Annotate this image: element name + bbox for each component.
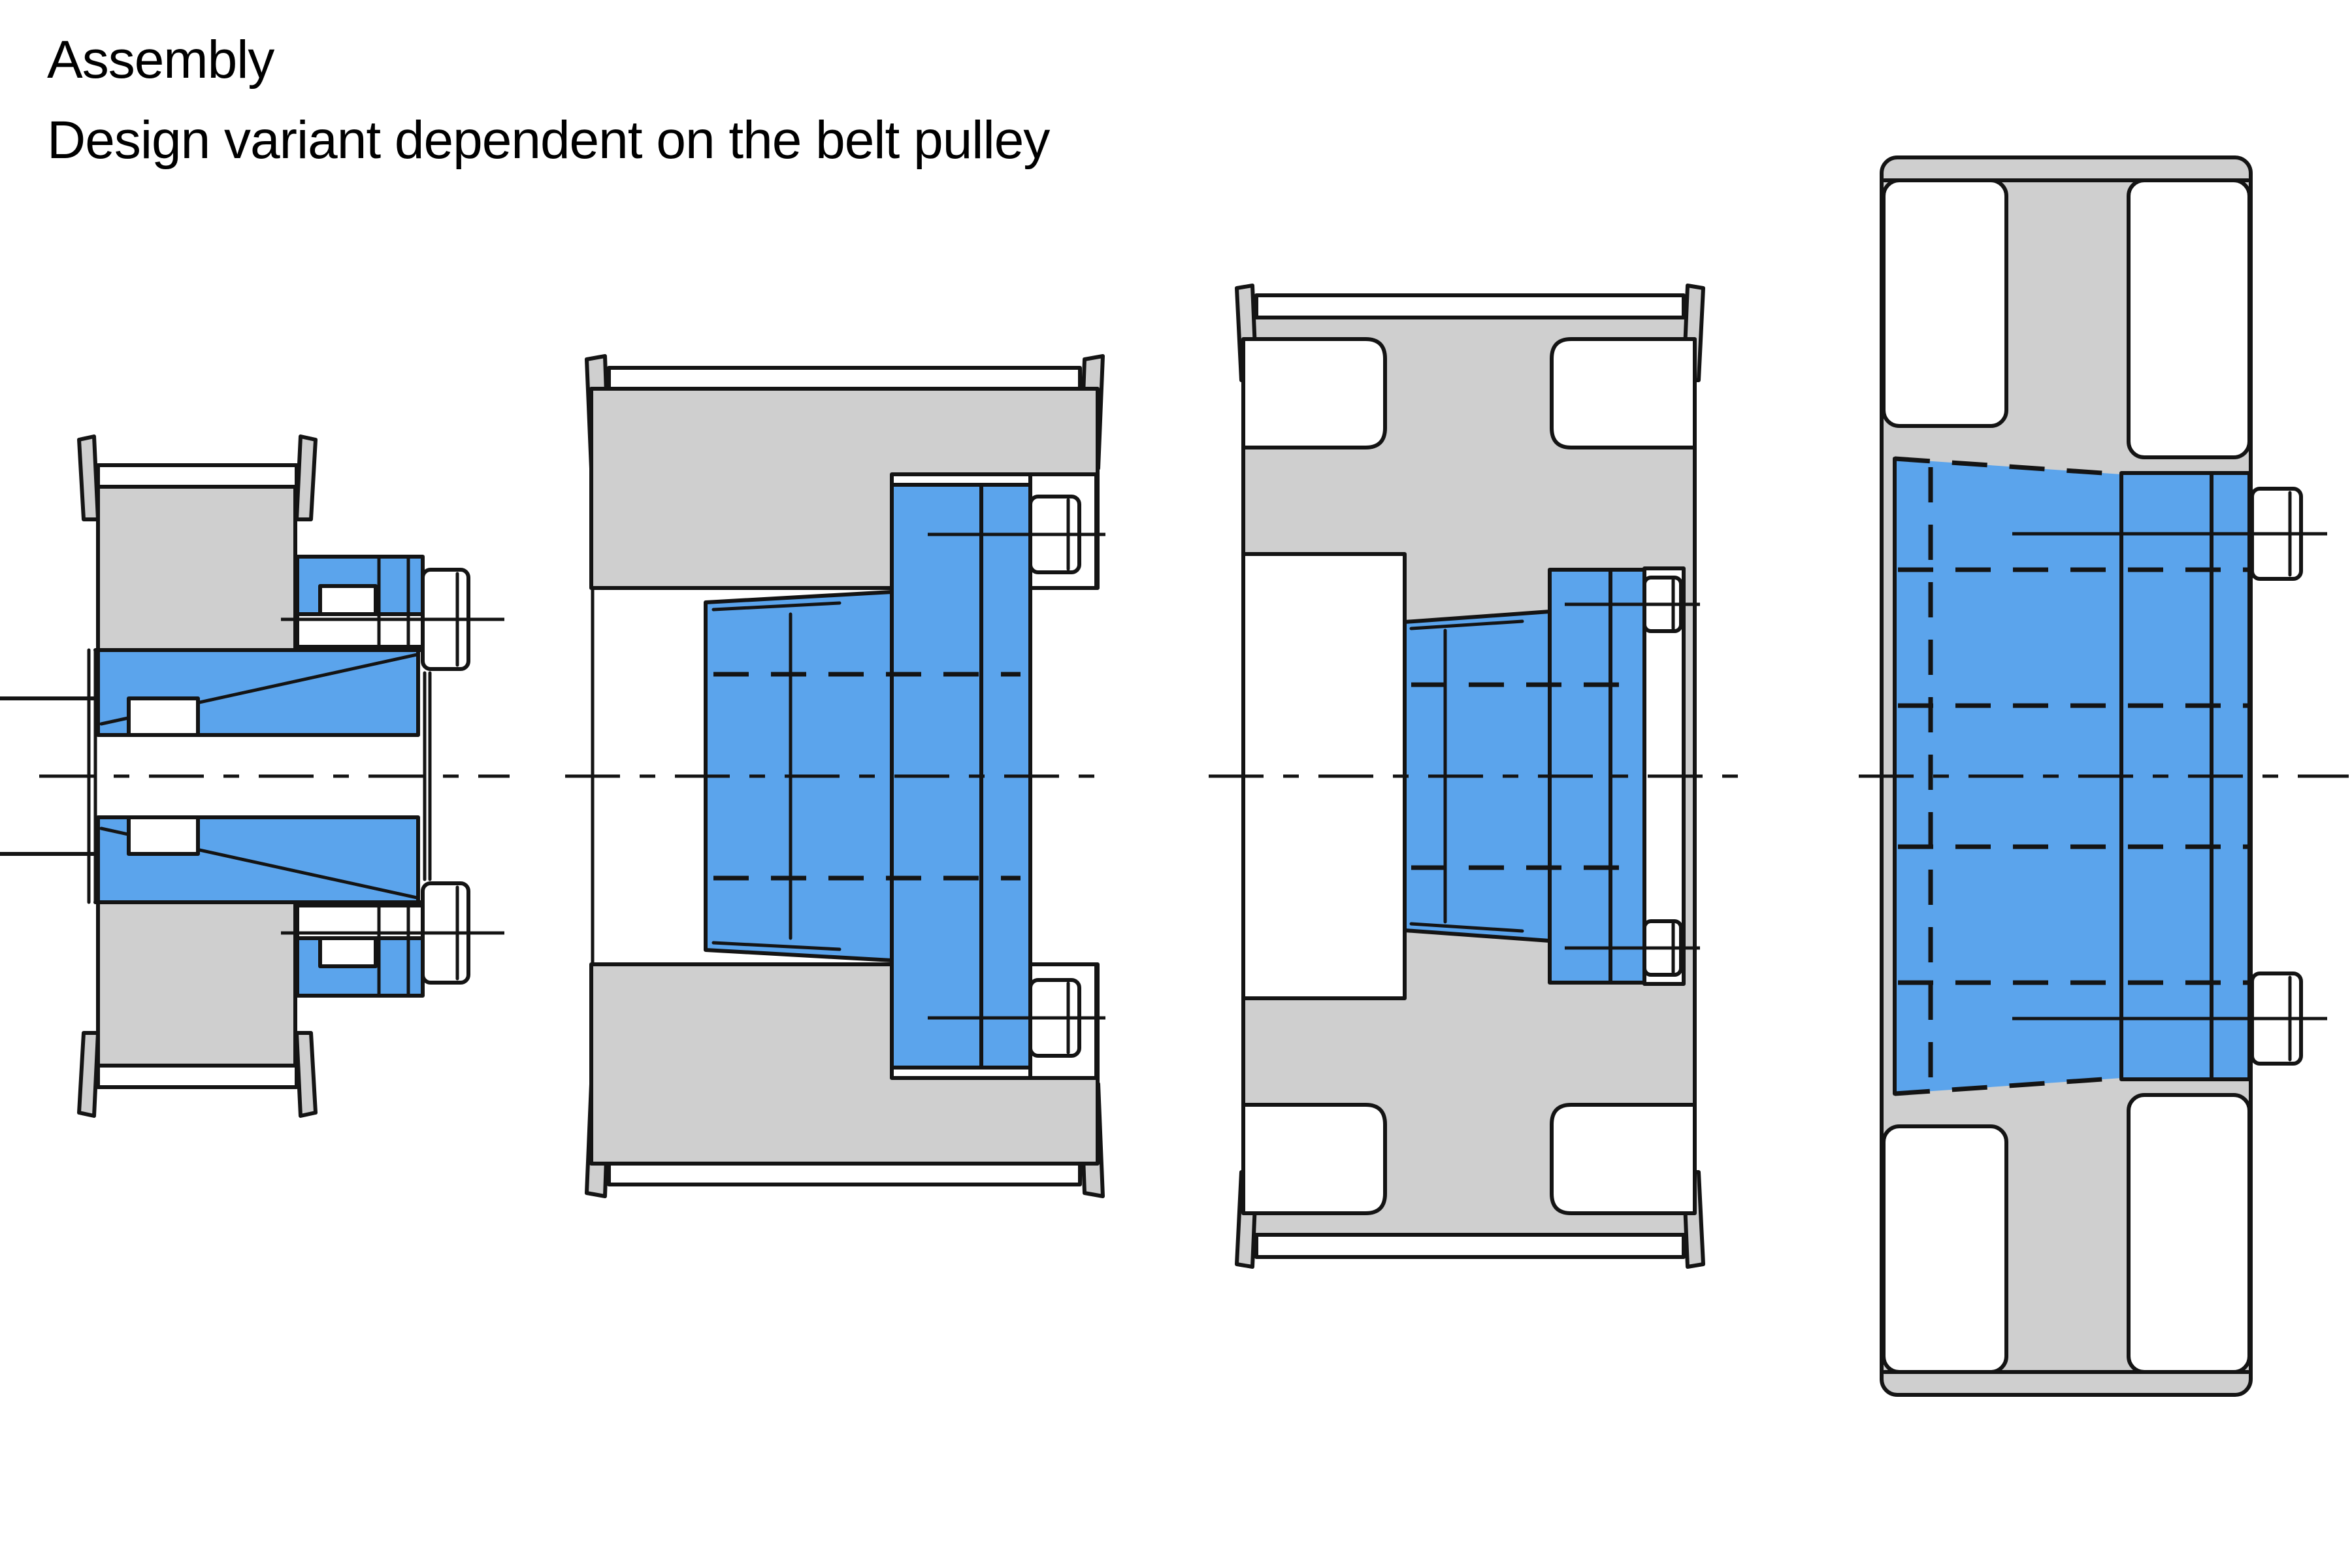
v1-rim-band-top bbox=[96, 463, 299, 489]
v3-screw-top bbox=[1565, 576, 1700, 633]
pulley-variant-3-drawing bbox=[1209, 284, 1757, 1269]
v1-hub-bottom bbox=[96, 900, 297, 1068]
v1-bushing-flange-bottom bbox=[295, 900, 425, 998]
v1-bushing-flange-top bbox=[295, 555, 425, 652]
v4-screw-top bbox=[2012, 487, 2327, 581]
v1-hub-top bbox=[96, 485, 297, 652]
v2-screw-top bbox=[928, 495, 1105, 574]
v3-rim-band-bottom bbox=[1254, 1233, 1686, 1259]
v1-taper-bushing bbox=[96, 648, 420, 904]
v1-rim-flanges bbox=[77, 434, 318, 1118]
v2-rim-band-top bbox=[607, 366, 1082, 391]
v4-web-recesses bbox=[1882, 178, 2251, 1374]
v1-screw-top bbox=[281, 568, 504, 671]
pulley-variant-1-drawing bbox=[0, 434, 510, 1118]
v3-rim-band-top bbox=[1254, 293, 1686, 319]
v3-screw-bottom bbox=[1565, 919, 1700, 977]
v1-rim-band-bottom bbox=[96, 1064, 299, 1089]
v2-rim-band-bottom bbox=[607, 1162, 1082, 1186]
title-line-2: Design variant dependent on the belt pul… bbox=[47, 110, 1050, 170]
v4-screw-bottom bbox=[2012, 972, 2327, 1066]
pulley-variant-4-drawing bbox=[1859, 155, 2349, 1397]
v1-screw-bottom bbox=[281, 881, 504, 985]
title-line-1: Assembly bbox=[47, 30, 274, 90]
v2-screw-bottom bbox=[928, 978, 1105, 1058]
pulley-variant-2-drawing bbox=[565, 354, 1112, 1198]
v3-web-recesses bbox=[1241, 337, 1697, 1215]
